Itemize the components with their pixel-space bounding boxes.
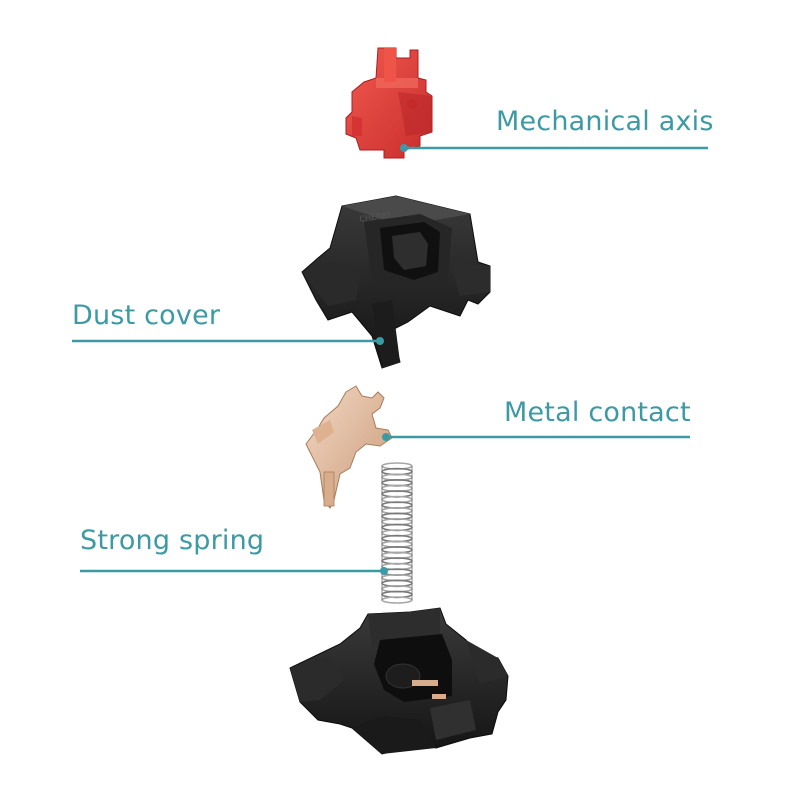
metal-contact: [305, 385, 393, 509]
leader-metal-contact: [382, 433, 690, 441]
label-metal-contact: Metal contact: [504, 397, 691, 428]
spring: [381, 462, 413, 604]
top-housing: CHERRY: [301, 195, 491, 369]
bottom-housing: [289, 607, 509, 755]
switch-stem: [345, 47, 433, 159]
leader-dust-cover: [72, 337, 384, 345]
leader-strong-spring: [80, 567, 388, 575]
label-mechanical-axis: Mechanical axis: [496, 106, 714, 137]
label-dust-cover: Dust cover: [72, 300, 221, 331]
label-strong-spring: Strong spring: [80, 525, 265, 556]
leader-mechanical-axis: [400, 144, 708, 152]
